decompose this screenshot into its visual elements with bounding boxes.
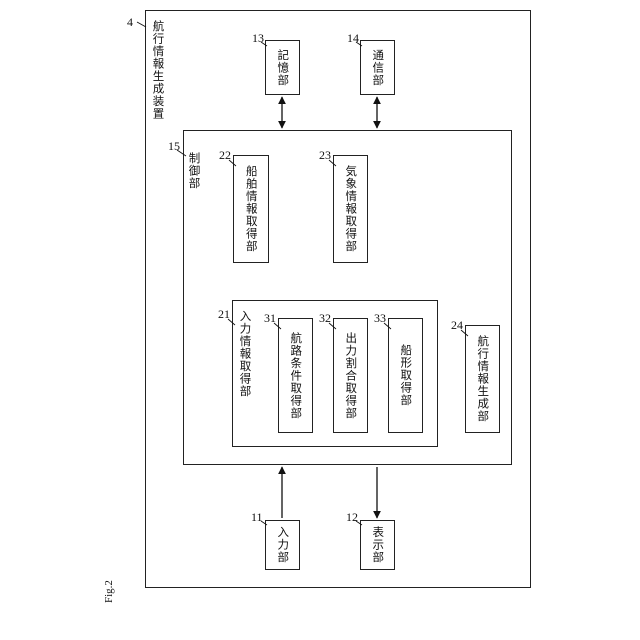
figure-label: Fig.2: [103, 580, 115, 603]
